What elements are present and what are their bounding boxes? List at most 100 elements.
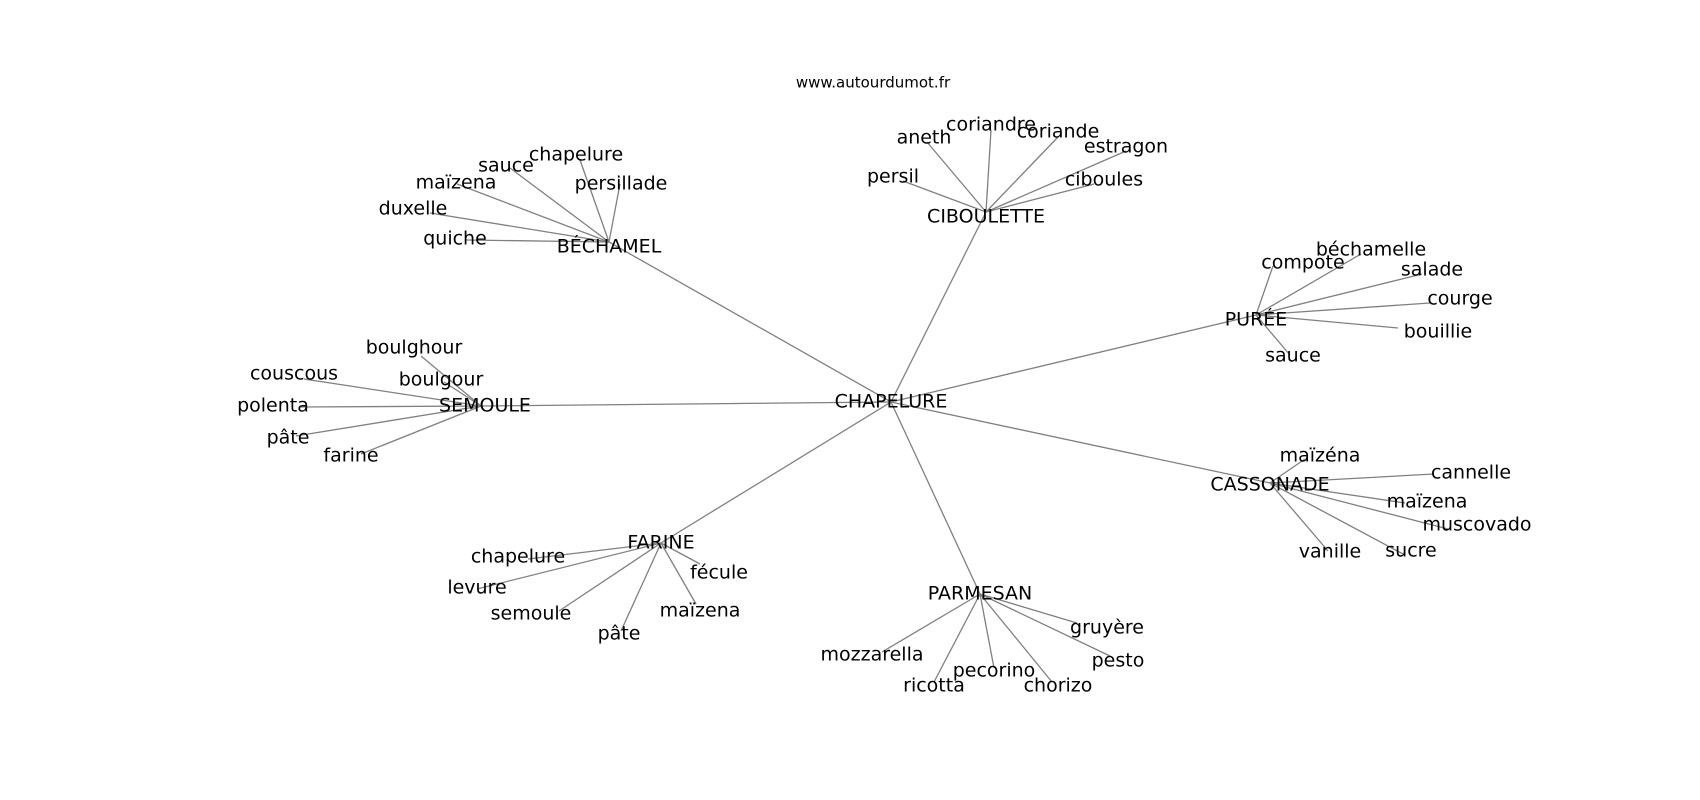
edge-hub-to-leaf: [443, 381, 482, 407]
edge-hub-to-leaf: [926, 141, 987, 213]
leaf-word-node[interactable]: quiche: [423, 228, 487, 250]
leaf-word-node[interactable]: pesto: [1092, 650, 1145, 672]
edge-hub-to-leaf: [660, 542, 697, 605]
edge-hub-to-leaf: [979, 593, 1111, 657]
leaf-word-node[interactable]: levure: [447, 577, 506, 599]
leaf-word-node[interactable]: maïzena: [416, 172, 497, 194]
edge-center-to-hub: [890, 211, 987, 403]
hub-word-node[interactable]: FARINE: [627, 532, 694, 554]
edge-center-to-hub: [480, 401, 892, 407]
leaf-word-node[interactable]: estragon: [1084, 136, 1168, 158]
edge-hub-to-leaf: [1255, 314, 1291, 356]
leaf-word-node[interactable]: courge: [1427, 288, 1492, 310]
hub-word-node[interactable]: CASSONADE: [1210, 474, 1329, 496]
leaf-word-node[interactable]: pecorino: [953, 660, 1036, 682]
leaf-word-node[interactable]: maïzena: [1387, 491, 1468, 513]
edge-hub-to-leaf: [1255, 265, 1274, 316]
leaf-word-node[interactable]: fécule: [690, 562, 748, 584]
edge-center-to-hub: [890, 401, 1271, 484]
leaf-word-node[interactable]: coriandre: [946, 114, 1036, 136]
edge-hub-to-leaf: [298, 405, 482, 408]
edge-hub-to-leaf: [902, 180, 987, 213]
edge-hub-to-leaf: [558, 542, 662, 612]
leaf-word-node[interactable]: pâte: [598, 623, 641, 645]
edge-center-to-hub: [890, 401, 981, 595]
edge-hub-to-leaf: [476, 542, 662, 590]
leaf-word-node[interactable]: béchamelle: [1316, 239, 1426, 261]
hub-word-node[interactable]: BÉCHAMEL: [557, 235, 662, 258]
leaf-word-node[interactable]: persillade: [575, 173, 668, 195]
edge-hub-to-leaf: [985, 136, 1059, 213]
leaf-word-node[interactable]: cannelle: [1431, 462, 1511, 484]
leaf-word-node[interactable]: salade: [1401, 259, 1463, 281]
leaf-word-node[interactable]: gruyère: [1070, 617, 1144, 639]
hub-word-node[interactable]: PURÉE: [1225, 308, 1288, 331]
leaf-word-node[interactable]: boulgour: [399, 369, 484, 391]
edge-hub-to-leaf: [1269, 482, 1406, 504]
leaf-word-node[interactable]: sauce: [1265, 345, 1321, 367]
leaf-word-node[interactable]: ciboules: [1065, 169, 1143, 191]
leaf-word-node[interactable]: sucre: [1385, 540, 1436, 562]
edge-hub-to-leaf: [985, 150, 1127, 213]
edge-hub-to-leaf: [979, 593, 995, 669]
edge-hub-to-leaf: [660, 542, 701, 565]
leaf-word-node[interactable]: vanille: [1299, 541, 1361, 563]
edge-hub-to-leaf: [933, 593, 981, 683]
leaf-word-node[interactable]: coriande: [1017, 121, 1100, 143]
leaf-word-node[interactable]: sauce: [478, 155, 534, 177]
edge-center-to-hub: [608, 241, 892, 403]
edge-hub-to-leaf: [303, 378, 482, 407]
edge-hub-to-leaf: [985, 129, 992, 213]
leaf-word-node[interactable]: bouillie: [1404, 321, 1473, 343]
center-word-node[interactable]: CHAPELURE: [835, 391, 948, 413]
leaf-word-node[interactable]: polenta: [237, 395, 309, 417]
edge-hub-to-leaf: [1269, 458, 1306, 484]
leaf-word-node[interactable]: pâte: [267, 427, 310, 449]
leaf-word-node[interactable]: compote: [1261, 252, 1344, 274]
leaf-word-node[interactable]: boulghour: [366, 337, 463, 359]
edge-hub-to-leaf: [1255, 273, 1423, 316]
edge-hub-to-leaf: [1269, 482, 1329, 552]
edge-hub-to-leaf: [608, 183, 621, 243]
leaf-word-node[interactable]: chorizo: [1024, 675, 1093, 697]
leaf-word-node[interactable]: farine: [323, 445, 378, 467]
site-watermark: www.autourdumot.fr: [796, 74, 951, 92]
edge-hub-to-leaf: [420, 355, 482, 407]
hub-word-node[interactable]: PARMESAN: [928, 583, 1032, 605]
leaf-word-node[interactable]: aneth: [897, 127, 952, 149]
edge-hub-to-leaf: [509, 167, 610, 243]
edge-hub-to-leaf: [979, 593, 1053, 683]
edge-hub-to-leaf: [985, 183, 1095, 213]
leaf-word-node[interactable]: maïzena: [660, 600, 741, 622]
leaf-word-node[interactable]: semoule: [491, 603, 572, 625]
edge-center-to-hub: [890, 314, 1257, 403]
leaf-word-node[interactable]: muscovado: [1422, 514, 1531, 536]
edge-hub-to-leaf: [295, 405, 482, 437]
leaf-word-node[interactable]: chapelure: [529, 144, 623, 166]
edge-hub-to-leaf: [1255, 302, 1431, 316]
edge-hub-to-leaf: [979, 593, 1078, 624]
leaf-word-node[interactable]: maïzéna: [1280, 445, 1361, 467]
edge-hub-to-leaf: [527, 542, 662, 560]
leaf-word-node[interactable]: ricotta: [903, 675, 965, 697]
edge-hub-to-leaf: [1269, 482, 1449, 530]
leaf-word-node[interactable]: chapelure: [471, 546, 565, 568]
leaf-word-node[interactable]: couscous: [250, 363, 338, 385]
labels-layer: CHAPELURECIBOULETTEpersilanethcoriandrec…: [237, 114, 1531, 697]
leaf-word-node[interactable]: duxelle: [379, 198, 448, 220]
edge-center-to-hub: [660, 401, 892, 544]
edge-hub-to-leaf: [1269, 473, 1435, 484]
edge-hub-to-leaf: [456, 183, 610, 243]
edge-hub-to-leaf: [620, 542, 662, 632]
edge-hub-to-leaf: [1255, 253, 1362, 316]
leaf-word-node[interactable]: persil: [867, 166, 919, 188]
hub-word-node[interactable]: CIBOULETTE: [927, 206, 1045, 228]
edge-hub-to-leaf: [360, 405, 482, 455]
edge-hub-to-leaf: [429, 212, 610, 243]
edge-hub-to-leaf: [579, 159, 610, 243]
hub-word-node[interactable]: SEMOULE: [439, 395, 531, 417]
edge-hub-to-leaf: [881, 593, 981, 653]
edge-hub-to-leaf: [1255, 314, 1399, 329]
leaf-word-node[interactable]: mozzarella: [820, 644, 923, 666]
